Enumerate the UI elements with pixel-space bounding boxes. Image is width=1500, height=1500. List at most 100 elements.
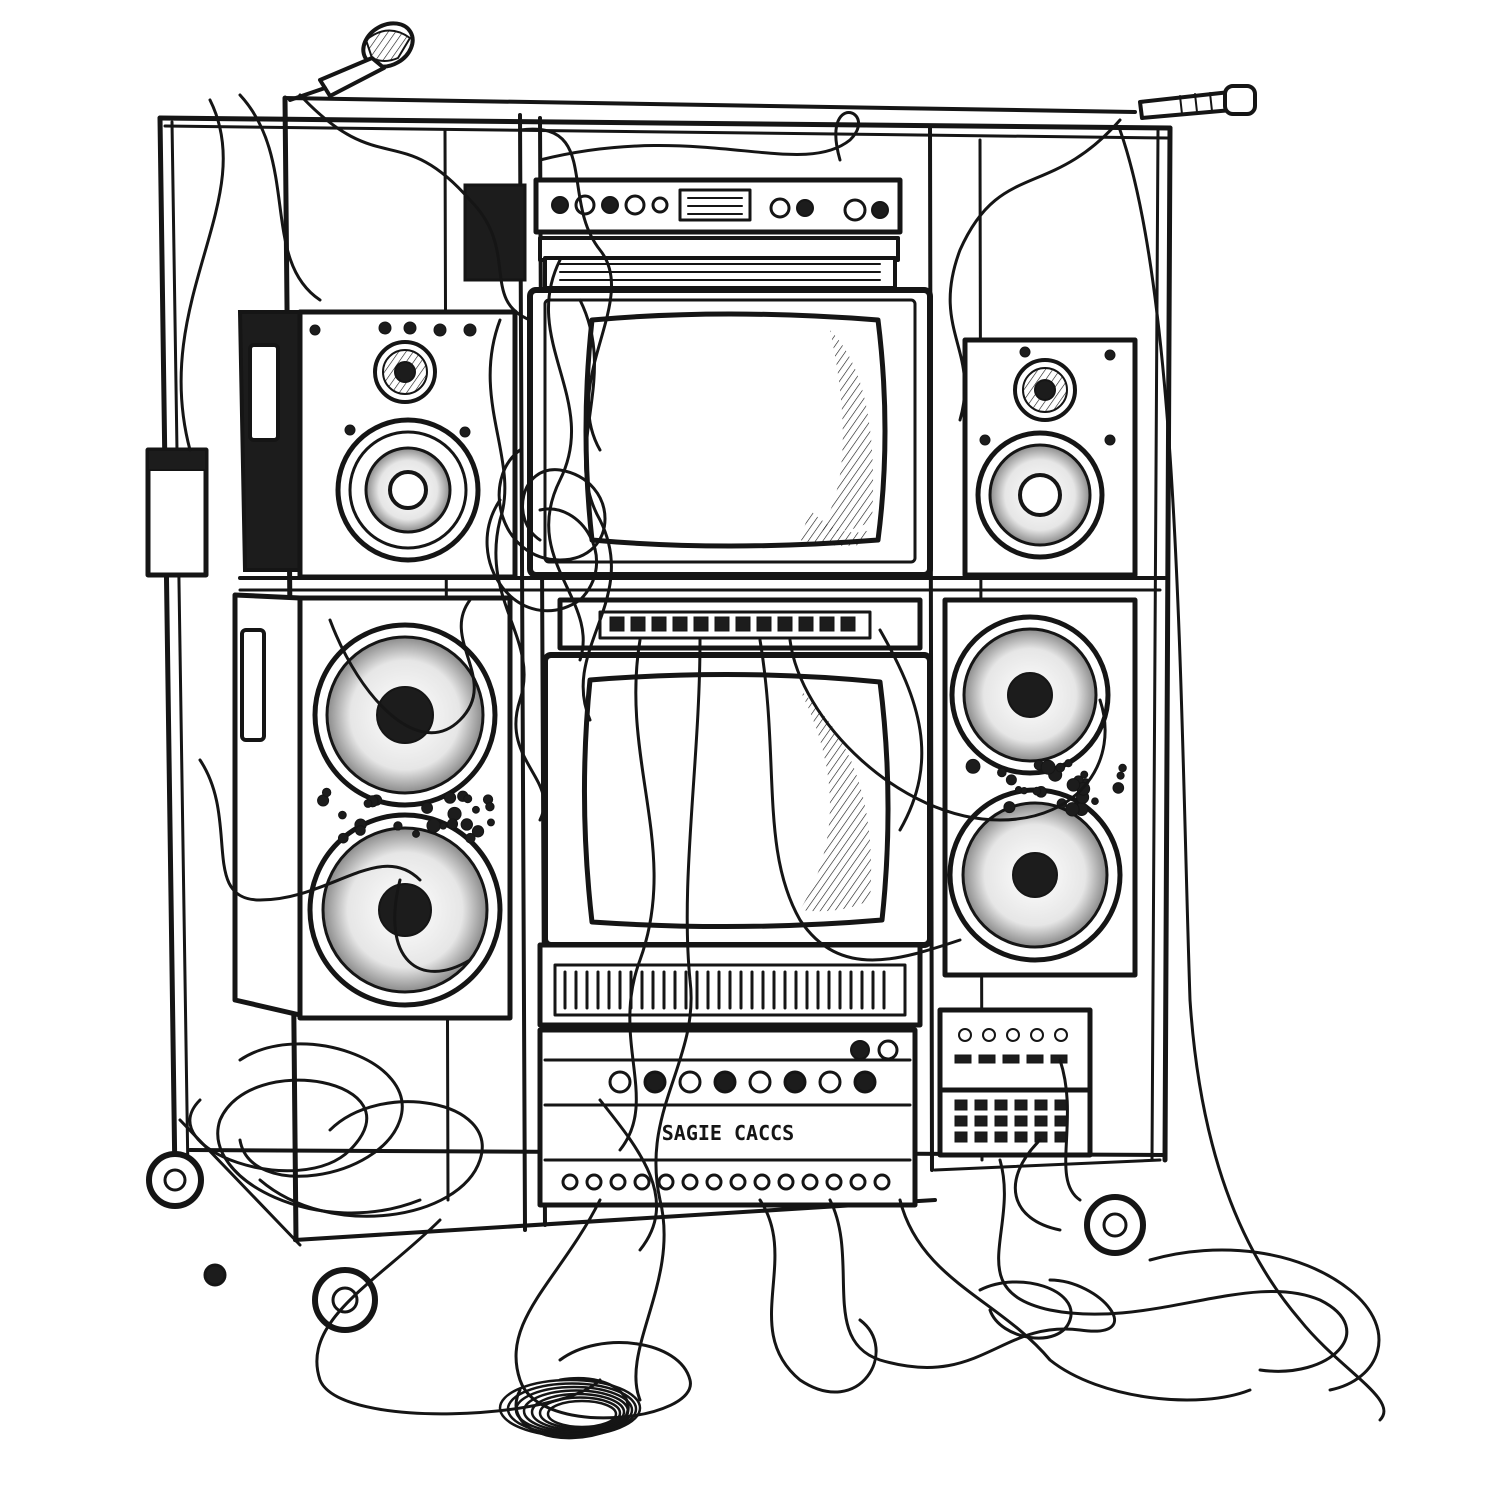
- mixer-knob: [850, 1040, 870, 1060]
- cable: [488, 318, 546, 822]
- speaker-upper-right: [962, 337, 1138, 578]
- patch-jack: [630, 616, 646, 632]
- mixer-knob: [783, 1070, 807, 1094]
- cable: [547, 258, 585, 662]
- grille-dot: [1064, 759, 1073, 768]
- fx-knob: [958, 1028, 972, 1042]
- grille-dot: [393, 821, 403, 831]
- fx-button: [1014, 1115, 1028, 1127]
- mixer-knob: [853, 1070, 877, 1094]
- cable: [634, 638, 702, 1402]
- mixer-jack: [657, 1173, 675, 1191]
- amplifier-unit: [537, 942, 923, 1028]
- cable: [598, 1098, 659, 1252]
- grille-dot: [487, 818, 495, 827]
- top-rack-unit: [463, 177, 903, 290]
- cable-coil: [506, 1382, 638, 1436]
- microphone-right: [1138, 84, 1257, 120]
- cable: [258, 1100, 484, 1218]
- speaker-lower-left: [232, 592, 513, 1021]
- mixer-jack: [801, 1173, 819, 1191]
- cable: [1058, 1058, 1082, 1202]
- grille-dot: [465, 832, 476, 844]
- cable: [758, 1198, 878, 1394]
- grille-dot: [997, 767, 1007, 778]
- fx-button: [974, 1099, 988, 1111]
- grille-dot: [460, 818, 473, 831]
- fx-led: [1002, 1054, 1020, 1064]
- cable: [518, 127, 613, 452]
- mixer-jack: [705, 1173, 723, 1191]
- grille-dot: [1055, 762, 1066, 773]
- cable: [497, 448, 607, 562]
- patch-bay-unit: [557, 597, 923, 651]
- cable: [758, 638, 962, 962]
- mixer-knob: [678, 1070, 702, 1094]
- mixer-panel-lettering: SAGIE CACCS: [662, 1121, 794, 1145]
- cable-coil: [522, 1389, 630, 1433]
- grille-dot: [363, 799, 373, 808]
- speaker-lower-right: [942, 597, 1138, 978]
- grille-dot: [1080, 770, 1089, 779]
- grille-dot: [1040, 759, 1056, 775]
- cable: [1013, 1138, 1062, 1232]
- fx-button: [974, 1115, 988, 1127]
- patch-jack: [693, 616, 709, 632]
- patch-jack: [735, 616, 751, 632]
- grille-dot: [321, 787, 332, 798]
- fx-button: [1034, 1115, 1048, 1127]
- fx-button: [974, 1131, 988, 1143]
- cable: [198, 758, 422, 902]
- mixer-jack: [561, 1173, 579, 1191]
- grille-dot: [446, 818, 459, 830]
- mixer-jack: [681, 1173, 699, 1191]
- cable: [997, 1158, 1349, 1373]
- fx-knob: [982, 1028, 996, 1042]
- mixer-knob: [877, 1039, 899, 1061]
- fx-button: [1054, 1115, 1068, 1127]
- cable: [238, 1042, 404, 1178]
- fx-button: [1014, 1099, 1028, 1111]
- cable: [618, 638, 656, 1152]
- fx-knob: [1006, 1028, 1020, 1042]
- fx-led: [954, 1054, 972, 1064]
- cable: [878, 628, 924, 832]
- fx-button: [994, 1115, 1008, 1127]
- cable: [298, 93, 532, 322]
- fx-button: [1014, 1131, 1028, 1143]
- cable: [978, 1280, 1073, 1340]
- grille-dot: [1003, 801, 1016, 814]
- grille-dot: [463, 794, 473, 804]
- cable: [1148, 1248, 1381, 1392]
- grille-dot: [354, 825, 366, 836]
- grille-dot: [443, 791, 457, 804]
- mixer-unit: SAGIE CACCS: [537, 1027, 918, 1208]
- cable-coil: [546, 1399, 618, 1429]
- fx-button: [1034, 1099, 1048, 1111]
- grille-dot: [439, 822, 447, 830]
- mixer-jack: [633, 1173, 651, 1191]
- mixer-knob: [608, 1070, 632, 1094]
- fx-led: [978, 1054, 996, 1064]
- patch-jack: [651, 616, 667, 632]
- fx-button: [954, 1131, 968, 1143]
- tangled-cables: [179, 93, 1386, 1440]
- cable: [1118, 128, 1386, 1422]
- grille-dot: [447, 806, 462, 821]
- fx-led: [1026, 1054, 1044, 1064]
- fx-knob: [1030, 1028, 1044, 1042]
- fx-knob: [1054, 1028, 1068, 1042]
- mixer-knob: [818, 1070, 842, 1094]
- mixer-jack: [849, 1173, 867, 1191]
- grille-dot: [421, 802, 434, 814]
- grille-dot: [965, 758, 981, 774]
- grille-dot: [1032, 786, 1042, 796]
- grille-dot: [1005, 774, 1017, 786]
- mixer-knob: [713, 1070, 737, 1094]
- grille-dot: [485, 802, 495, 812]
- patch-jack: [714, 616, 730, 632]
- cable: [485, 498, 599, 613]
- grille-dot: [1066, 778, 1081, 792]
- grille-dot: [426, 818, 441, 833]
